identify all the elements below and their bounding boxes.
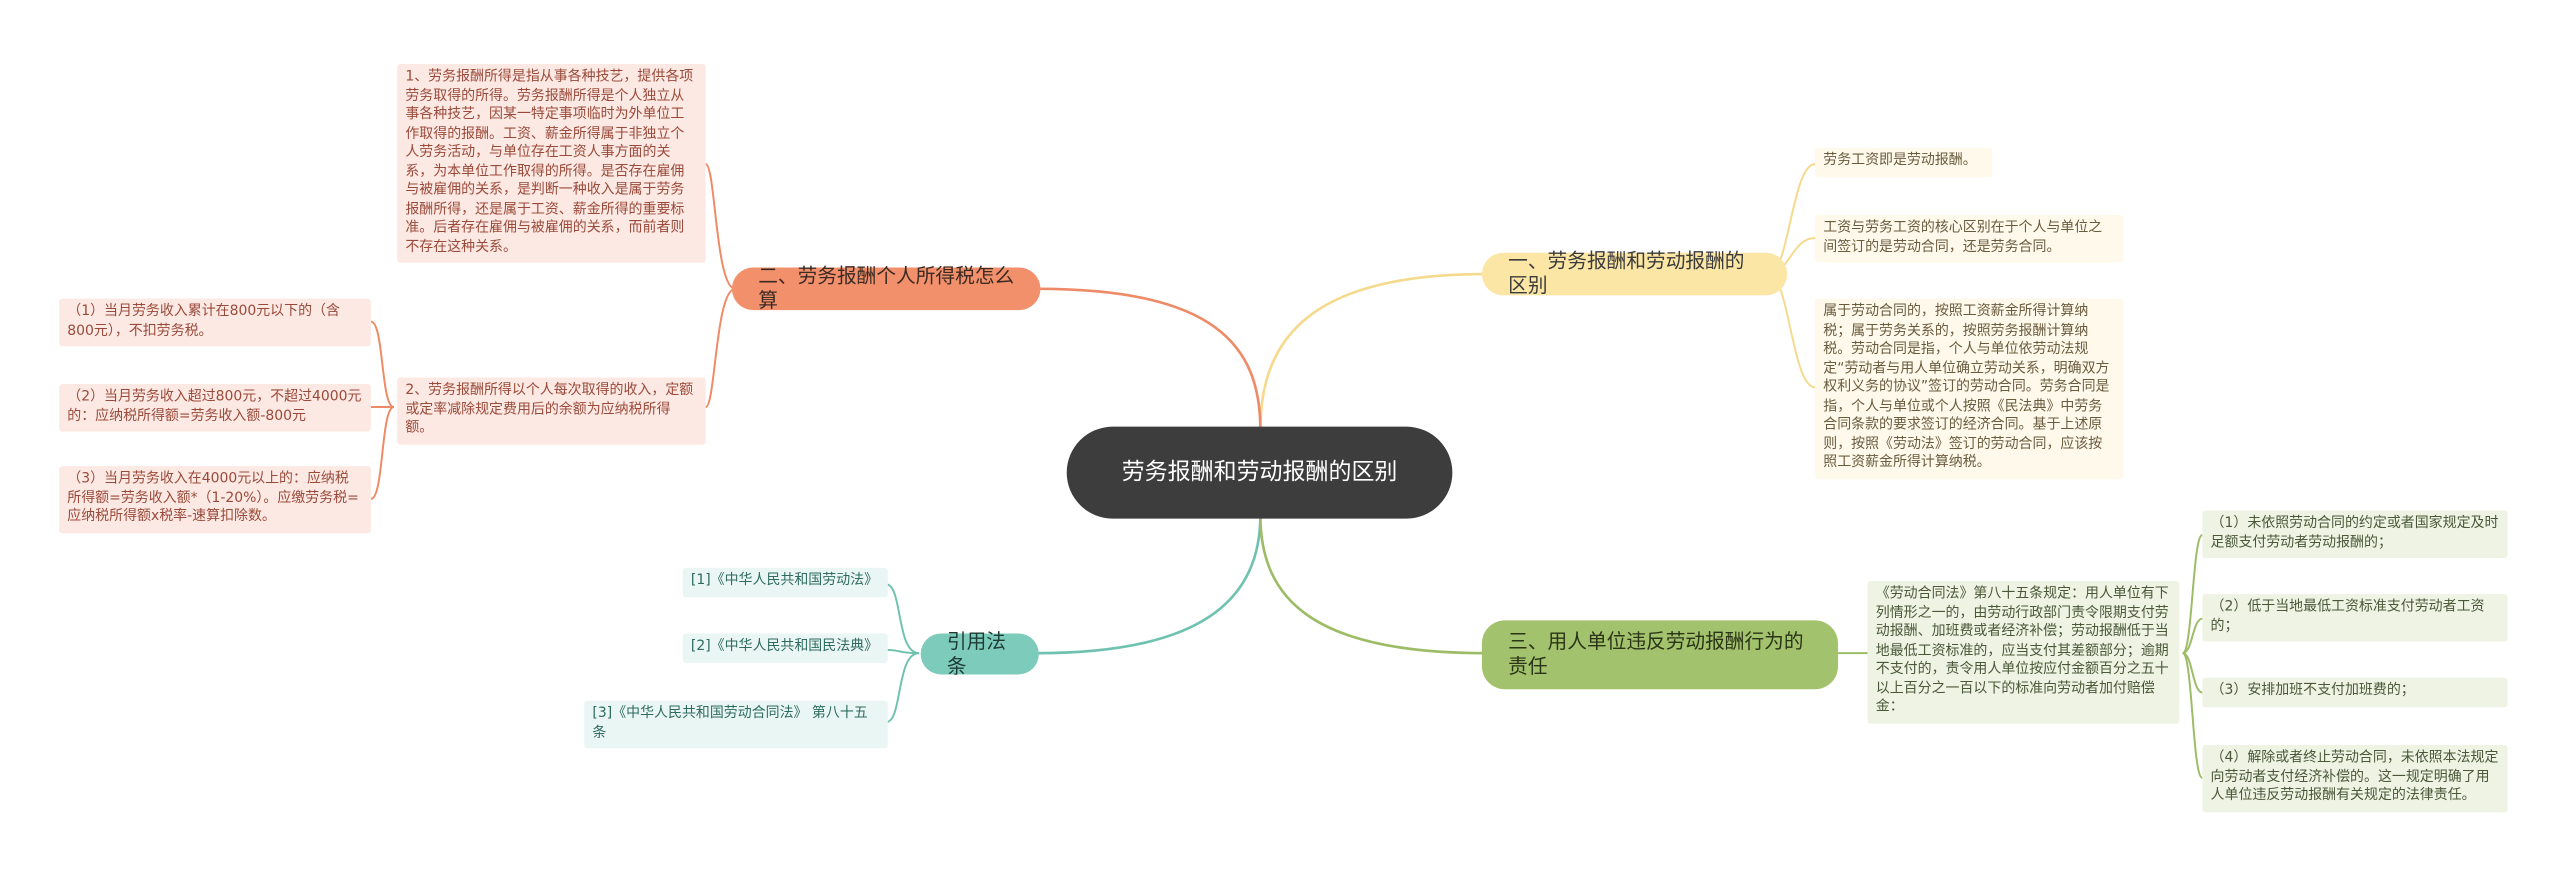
leaf-text: （2）当月劳务收入超过800元，不超过4000元的：应纳税所得额=劳务收入额-8… [67, 388, 362, 425]
branch-label: 三、用人单位违反劳动报酬行为的责任 [1508, 630, 1804, 678]
edge-b4-leaf1 [2181, 534, 2204, 655]
leaf-text: 工资与劳务工资的核心区别在于个人与单位之间签订的是劳动合同，还是劳务合同。 [1823, 219, 2103, 256]
branch-label: 引用法条 [946, 629, 1007, 677]
edge-root-b1 [1259, 272, 1486, 430]
leaf-text: 劳务工资即是劳动报酬。 [1823, 152, 1977, 170]
leaf-text: 2、劳务报酬所得以个人每次取得的收入，定额或定率减除规定费用后的余额为应纳税所得… [405, 382, 694, 437]
branch-node-citations[interactable]: 引用法条 [920, 629, 1039, 677]
leaf-text: [2]《中华人民共和国民法典》 [690, 638, 879, 655]
branch-label: 二、劳务报酬个人所得税怎么算 [758, 264, 1015, 312]
leaf-text: 属于劳动合同的，按照工资薪金所得计算纳税；属于劳务关系的，按照劳务报酬计算纳税。… [1823, 303, 2110, 471]
edge-b2-sub1 [370, 320, 395, 408]
leaf-node[interactable]: 2、劳务报酬所得以个人每次取得的收入，定额或定率减除规定费用后的余额为应纳税所得… [397, 377, 706, 444]
leaf-text: （3）当月劳务收入在4000元以上的：应纳税所得额=劳务收入额*（1-20%）。… [67, 470, 359, 526]
leaf-text: 1、劳务报酬所得是指从事各种技艺，提供各项劳务取得的所得。劳务报酬所得是个人独立… [405, 68, 694, 256]
subleaf-node[interactable]: （3）当月劳务收入在4000元以上的：应纳税所得额=劳务收入额*（1-20%）。… [59, 466, 371, 533]
edge-b2-leaf2 [704, 287, 736, 408]
branch-label: 一、劳务报酬和劳动报酬的区别 [1508, 249, 1745, 298]
citation-item[interactable]: [1]《中华人民共和国劳动法》 [682, 567, 888, 597]
leaf-text: （1）未依照劳动合同的约定或者国家规定及时足额支付劳动者劳动报酬的； [2210, 515, 2499, 551]
edge-root-b4 [1259, 515, 1486, 655]
citation-item[interactable]: [2]《中华人民共和国民法典》 [682, 633, 888, 663]
branch-node-difference[interactable]: 一、劳务报酬和劳动报酬的区别 [1481, 249, 1788, 297]
leaf-node[interactable]: 劳务工资即是劳动报酬。 [1815, 147, 1993, 177]
leaf-node[interactable]: 工资与劳务工资的核心区别在于个人与单位之间签订的是劳动合同，还是劳务合同。 [1815, 214, 2124, 263]
edge-b2-leaf1 [704, 163, 736, 290]
leaf-node[interactable]: 1、劳务报酬所得是指从事各种技艺，提供各项劳务取得的所得。劳务报酬所得是个人独立… [397, 64, 706, 263]
leaf-text: [1]《中华人民共和国劳动法》 [690, 572, 879, 590]
edge-b3-leaf2 [886, 648, 920, 655]
edge-b3-leaf1 [885, 583, 920, 655]
edge-b3-leaf3 [885, 652, 920, 724]
citation-item[interactable]: [3]《中华人民共和国劳动合同法》 第八十五条 [584, 700, 888, 749]
leaf-text: （2）低于当地最低工资标准支付劳动者工资的； [2210, 599, 2485, 635]
leaf-node[interactable]: （4）解除或者终止劳动合同，未依照本法规定向劳动者支付经济补偿的。这一规定明确了… [2202, 745, 2508, 812]
root-title: 劳务报酬和劳动报酬的区别 [1121, 459, 1398, 486]
leaf-node[interactable]: 属于劳动合同的，按照工资薪金所得计算纳税；属于劳务关系的，按照劳务报酬计算纳税。… [1815, 298, 2124, 479]
edge-root-b2 [1037, 287, 1262, 430]
leaf-text: （1）当月劳务收入累计在800元以下的（含800元），不扣劳务税。 [67, 303, 340, 339]
branch-node-tax-calc[interactable]: 二、劳务报酬个人所得税怎么算 [731, 264, 1041, 312]
edge-b4-leaf2 [2182, 617, 2203, 655]
leaf-text: [3]《中华人民共和国劳动合同法》 第八十五条 [592, 705, 868, 741]
subleaf-node[interactable]: （1）当月劳务收入累计在800元以下的（含800元），不扣劳务税。 [59, 298, 371, 347]
subleaf-node[interactable]: （2）当月劳务收入超过800元，不超过4000元的：应纳税所得额=劳务收入额-8… [59, 384, 371, 432]
leaf-text: 《劳动合同法》第八十五条规定：用人单位有下列情形之一的，由劳动行政部门责令限期支… [1875, 585, 2169, 716]
root-node[interactable]: 劳务报酬和劳动报酬的区别 [1066, 426, 1453, 519]
leaf-node[interactable]: （2）低于当地最低工资标准支付劳动者工资的； [2202, 594, 2508, 642]
leaf-node[interactable]: （3）安排加班不支付加班费的； [2202, 677, 2508, 707]
leaf-node[interactable]: 《劳动合同法》第八十五条规定：用人单位有下列情形之一的，由劳动行政部门责令限期支… [1867, 580, 2180, 723]
edge-b4-leaf4 [2181, 652, 2204, 779]
edge-b2-sub3 [370, 406, 395, 500]
leaf-text: （4）解除或者终止劳动合同，未依照本法规定向劳动者支付经济补偿的。这一规定明确了… [2210, 749, 2499, 805]
edge-root-b3 [1037, 515, 1262, 655]
leaf-node[interactable]: （1）未依照劳动合同的约定或者国家规定及时足额支付劳动者劳动报酬的； [2202, 510, 2508, 558]
branch-node-liability[interactable]: 三、用人单位违反劳动报酬行为的责任 [1481, 620, 1839, 690]
leaf-text: （3）安排加班不支付加班费的； [2210, 682, 2415, 700]
